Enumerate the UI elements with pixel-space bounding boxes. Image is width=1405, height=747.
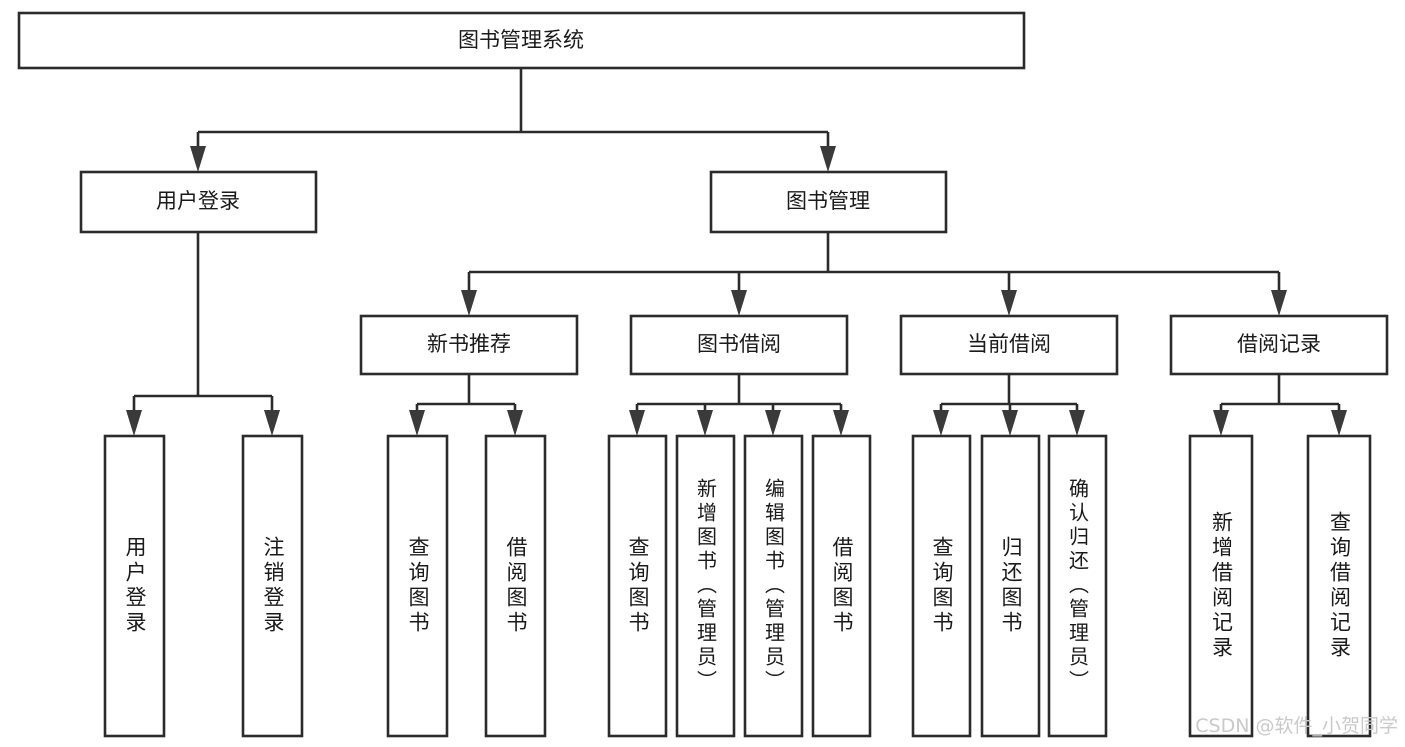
leaf-node-borrow-book-nbr[interactable] [484, 434, 547, 738]
arrow-icon-br-leaf-2 [1331, 410, 1347, 436]
arrow-icon-nbr-leaf-2 [507, 410, 523, 436]
arrow-icon-bb-leaf-2 [697, 410, 713, 436]
leaf-node-logout[interactable] [241, 434, 304, 738]
leaf-node-add-borrow-record[interactable] [1188, 434, 1254, 738]
leaf-node-query-book-nbr[interactable] [386, 434, 449, 738]
leaf-node-query-borrow-record[interactable] [1306, 434, 1372, 738]
leaf-node-add-book-admin-box[interactable] [675, 434, 736, 738]
node-book-management[interactable]: 图书管理 [709, 170, 948, 234]
leaf-node-query-book-bb[interactable] [607, 434, 668, 738]
node-user-login-label: 用户登录 [156, 189, 240, 213]
leaf-node-return-book[interactable] [980, 434, 1041, 738]
leaf-node-edit-book-admin[interactable] [743, 434, 804, 738]
leaf-node-query-borrow-record-box[interactable] [1306, 434, 1372, 738]
leaf-node-query-book-cb[interactable] [911, 434, 972, 738]
arrow-icon-to-borrow-record [1271, 290, 1287, 316]
arrow-icon-cb-leaf-2 [1002, 410, 1018, 436]
arrow-icon-cb-leaf-3 [1069, 410, 1085, 436]
leaf-node-query-book-cb-box[interactable] [911, 434, 972, 738]
node-borrow-record-label: 借阅记录 [1237, 332, 1321, 356]
leaf-node-query-book-bb-box[interactable] [607, 434, 668, 738]
connector-group-current-borrow [933, 374, 1085, 436]
arrow-icon-to-book-borrow [731, 290, 747, 316]
node-current-borrow-label: 当前借阅 [967, 332, 1051, 356]
arrow-icon-to-new-book-rec [461, 290, 477, 316]
leaf-node-add-book-admin[interactable] [675, 434, 736, 738]
node-book-borrow[interactable]: 图书借阅 [629, 314, 849, 376]
node-new-book-recommend[interactable]: 新书推荐 [359, 314, 579, 376]
arrow-icon-nbr-leaf-1 [409, 410, 425, 436]
leaf-node-confirm-return-admin[interactable] [1047, 434, 1108, 738]
leaf-node-borrow-book-nbr-box[interactable] [484, 434, 547, 738]
arrow-icon-bb-leaf-1 [629, 410, 645, 436]
node-borrow-record[interactable]: 借阅记录 [1169, 314, 1389, 376]
arrow-icon-leaf-user-login [126, 410, 142, 436]
connector-group-root [190, 68, 836, 172]
node-book-borrow-box[interactable] [629, 314, 849, 376]
leaf-node-query-book-nbr-box[interactable] [386, 434, 449, 738]
arrow-icon-to-current-borrow [1001, 290, 1017, 316]
leaf-node-logout-box[interactable] [241, 434, 304, 738]
leaf-node-borrow-book-bb-box[interactable] [811, 434, 872, 738]
leaf-node-add-borrow-record-box[interactable] [1188, 434, 1254, 738]
node-root-label: 图书管理系统 [458, 28, 584, 52]
watermark-label: CSDN @软件_小贺同学 [1195, 715, 1398, 737]
leaf-node-confirm-return-admin-box[interactable] [1047, 434, 1108, 738]
arrow-icon-cb-leaf-1 [933, 410, 949, 436]
node-new-book-recommend-label: 新书推荐 [427, 332, 511, 356]
arrow-icon-br-leaf-1 [1213, 410, 1229, 436]
node-user-login[interactable]: 用户登录 [79, 170, 318, 234]
arrow-icon-bb-leaf-4 [833, 410, 849, 436]
node-user-login-box[interactable] [79, 170, 318, 234]
node-root-box[interactable] [17, 11, 1026, 70]
arrow-icon-to-user-login [190, 146, 206, 172]
arrow-icon-leaf-logout [264, 410, 280, 436]
leaf-node-user-login[interactable] [103, 434, 166, 738]
node-current-borrow[interactable]: 当前借阅 [899, 314, 1119, 376]
node-book-borrow-label: 图书借阅 [697, 332, 781, 356]
leaf-node-edit-book-admin-box[interactable] [743, 434, 804, 738]
node-borrow-record-box[interactable] [1169, 314, 1389, 376]
node-book-management-label: 图书管理 [786, 189, 870, 213]
connector-group-user-login [126, 232, 280, 436]
arrow-icon-bb-leaf-3 [765, 410, 781, 436]
leaf-node-return-book-box[interactable] [980, 434, 1041, 738]
connector-group-borrow-record [1213, 374, 1347, 436]
leaf-node-borrow-book-bb[interactable] [811, 434, 872, 738]
connector-group-book-mgmt [461, 232, 1287, 316]
connector-group-new-book-rec [409, 374, 523, 436]
node-book-management-box[interactable] [709, 170, 948, 234]
node-root[interactable]: 图书管理系统 [17, 11, 1026, 70]
node-current-borrow-box[interactable] [899, 314, 1119, 376]
arrow-icon-to-book-mgmt [820, 146, 836, 172]
node-new-book-recommend-box[interactable] [359, 314, 579, 376]
leaf-node-user-login-box[interactable] [103, 434, 166, 738]
connector-group-book-borrow [629, 374, 849, 436]
